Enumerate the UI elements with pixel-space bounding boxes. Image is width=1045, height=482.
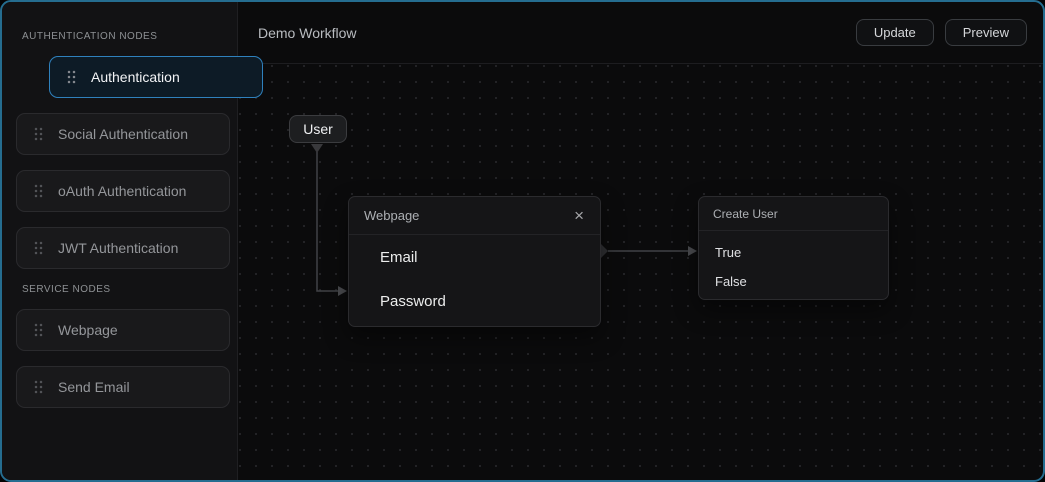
sidebar-item-social-authentication[interactable]: Social Authentication <box>16 113 230 155</box>
workflow-canvas[interactable]: User Webpage × Email Password Create Use… <box>239 64 1043 480</box>
sidebar-item-label: oAuth Authentication <box>58 183 187 199</box>
preview-button[interactable]: Preview <box>944 19 1027 46</box>
edge-arrowhead <box>688 246 697 256</box>
webpage-field-email[interactable]: Email <box>380 243 600 271</box>
sidebar-item-label: JWT Authentication <box>58 240 179 256</box>
node-create-user-header: Create User <box>699 197 888 231</box>
sidebar-item-jwt-authentication[interactable]: JWT Authentication <box>16 227 230 269</box>
sidebar-item-oauth-authentication[interactable]: oAuth Authentication <box>16 170 230 212</box>
node-webpage-header: Webpage × <box>349 197 600 235</box>
drag-handle-icon[interactable] <box>67 70 76 84</box>
option-label: True <box>715 244 742 260</box>
sidebar-item-label: Authentication <box>91 69 180 85</box>
sidebar-item-authentication[interactable]: Authentication <box>49 56 263 98</box>
topbar: Demo Workflow Update Preview <box>239 2 1043 64</box>
sidebar-item-send-email[interactable]: Send Email <box>16 366 230 408</box>
topbar-actions: Update Preview <box>855 19 1027 46</box>
workflow-title: Demo Workflow <box>258 24 357 41</box>
field-label: Password <box>380 292 446 310</box>
drag-handle-icon[interactable] <box>34 380 43 394</box>
sidebar-item-label: Webpage <box>58 322 118 338</box>
create-user-option-false[interactable]: False <box>715 270 888 292</box>
field-label: Email <box>380 248 418 266</box>
node-create-user[interactable]: Create User True False <box>698 196 889 300</box>
user-output-connector[interactable] <box>311 144 323 153</box>
node-webpage-title: Webpage <box>364 208 420 223</box>
sidebar-item-webpage[interactable]: Webpage <box>16 309 230 351</box>
drag-handle-icon[interactable] <box>34 184 43 198</box>
node-user[interactable]: User <box>289 115 347 143</box>
section-label-service-nodes: SERVICE NODES <box>22 284 111 295</box>
drag-handle-icon[interactable] <box>34 241 43 255</box>
close-icon[interactable]: × <box>574 206 584 225</box>
update-button[interactable]: Update <box>855 19 934 46</box>
sidebar: AUTHENTICATION NODES Authentication Soci… <box>2 2 263 480</box>
create-user-option-true[interactable]: True <box>715 241 888 263</box>
drag-handle-icon[interactable] <box>34 127 43 141</box>
section-label-authentication-nodes: AUTHENTICATION NODES <box>22 31 158 42</box>
sidebar-item-label: Send Email <box>58 379 130 395</box>
edge-arrowhead <box>338 286 347 296</box>
option-label: False <box>715 273 747 289</box>
node-webpage[interactable]: Webpage × Email Password <box>348 196 601 327</box>
sidebar-item-label: Social Authentication <box>58 126 188 142</box>
node-user-title: User <box>303 121 333 137</box>
node-create-user-title: Create User <box>713 206 778 221</box>
edge-user-to-webpage <box>316 152 338 292</box>
drag-handle-icon[interactable] <box>34 323 43 337</box>
main-area: Demo Workflow Update Preview Us <box>239 2 1043 480</box>
webpage-field-password[interactable]: Password <box>380 287 600 315</box>
